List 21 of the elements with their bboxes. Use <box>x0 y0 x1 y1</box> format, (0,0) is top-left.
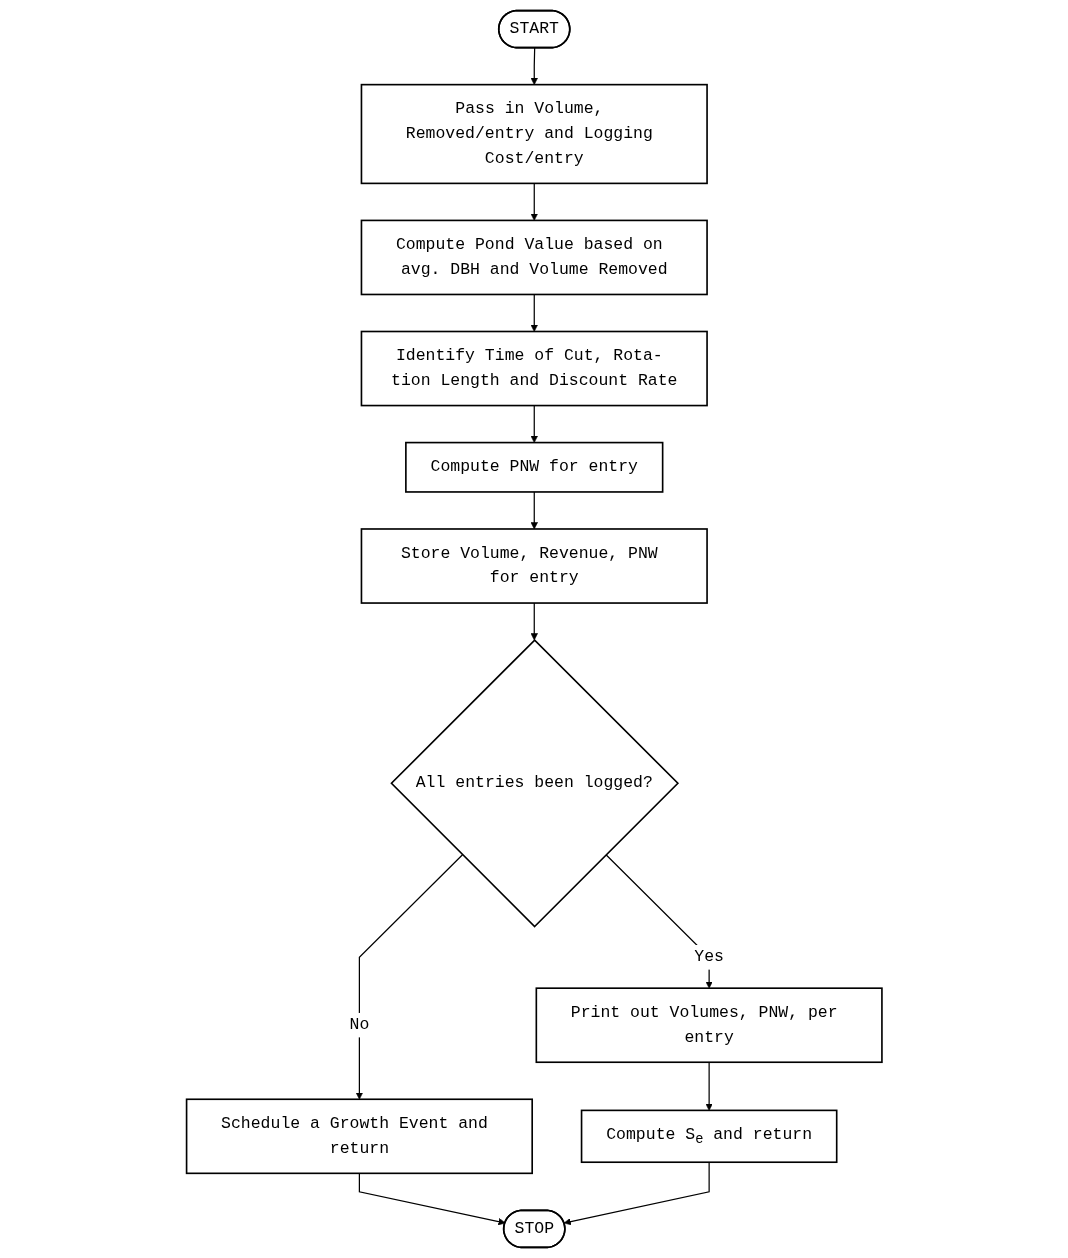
arrow <box>530 182 538 221</box>
arrow <box>563 1161 710 1226</box>
node-box: Compute PNW for entry <box>404 441 664 493</box>
edge-label: Yes <box>694 947 724 967</box>
arrow <box>530 293 538 332</box>
arrow <box>705 1061 713 1111</box>
node-box: Pass in Volume, Removed/entry and Logging Cost/entry <box>360 83 708 185</box>
node-diamond: All entries been logged? <box>390 638 679 928</box>
node-box: Print out Volumes, PNW, per entry <box>535 987 883 1064</box>
arrow <box>355 854 463 1100</box>
node-box: Compute Pond Value based on avg. DBH and Volume Removed <box>360 219 708 296</box>
arrow <box>530 404 538 443</box>
arrow <box>530 491 538 530</box>
node-box: Schedule a Growth Event and return <box>185 1098 533 1175</box>
arrow <box>530 47 538 85</box>
arrow <box>530 602 538 641</box>
node-box: Compute S$_{e}$ and return <box>580 1109 838 1164</box>
arrow <box>358 1172 506 1226</box>
node-box: Store Volume, Revenue, PNW for entry <box>360 528 708 604</box>
edge-label: No <box>349 1015 369 1035</box>
node-box: Identify Time of Cut, Rota- tion Length and Discount Rate <box>360 330 708 407</box>
